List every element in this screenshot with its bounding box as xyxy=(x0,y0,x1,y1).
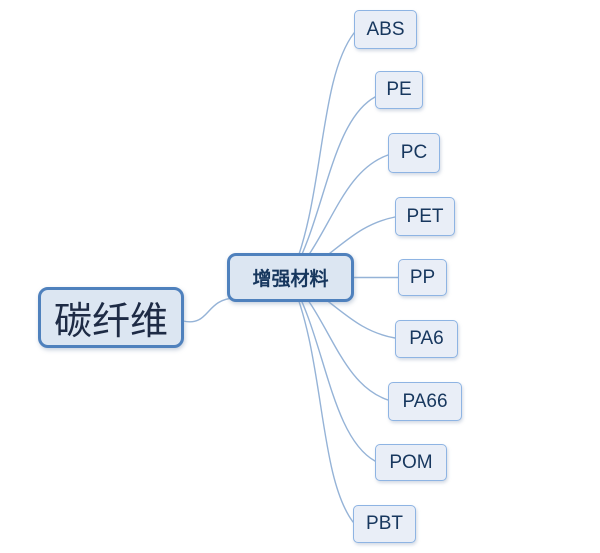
hub-node-label: 增强材料 xyxy=(252,269,329,290)
root-node-carbon-fiber[interactable]: 碳纤维 xyxy=(38,287,184,348)
leaf-node-pa6[interactable]: PA6 xyxy=(395,320,458,358)
connector-hub-pbt xyxy=(289,277,354,523)
leaf-node-label: PE xyxy=(386,79,412,100)
leaf-node-pa66[interactable]: PA66 xyxy=(388,382,462,421)
leaf-node-pbt[interactable]: PBT xyxy=(353,505,416,543)
leaf-node-pet[interactable]: PET xyxy=(395,197,455,236)
root-node-label: 碳纤维 xyxy=(53,301,168,343)
connector-hub-abs xyxy=(289,32,355,279)
leaf-node-label: PC xyxy=(400,142,428,163)
leaf-node-label: PET xyxy=(406,205,444,227)
leaf-node-label: PA6 xyxy=(409,328,444,349)
leaf-node-label: PA66 xyxy=(402,390,448,412)
hub-node-reinforced-materials[interactable]: 增强材料 xyxy=(227,253,354,302)
leaf-node-label: PP xyxy=(409,266,436,288)
leaf-node-pe[interactable]: PE xyxy=(375,71,423,109)
leaf-node-label: ABS xyxy=(366,18,405,40)
leaf-node-pp[interactable]: PP xyxy=(398,259,447,296)
leaf-node-pom[interactable]: POM xyxy=(375,444,447,481)
connector-root-hub xyxy=(182,297,236,323)
leaf-node-label: PBT xyxy=(366,513,403,534)
leaf-node-pc[interactable]: PC xyxy=(388,133,440,173)
leaf-node-abs[interactable]: ABS xyxy=(354,10,417,49)
leaf-node-label: POM xyxy=(389,451,433,473)
